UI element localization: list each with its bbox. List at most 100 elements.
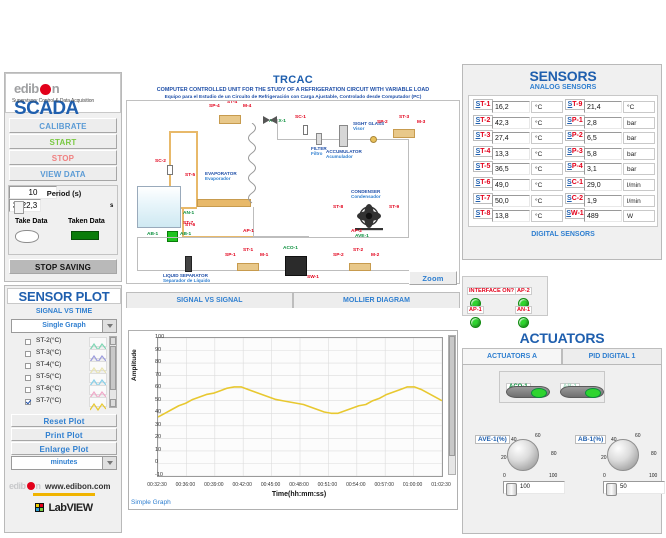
chevron-down-icon-time[interactable] bbox=[102, 457, 116, 469]
tag-sw-1-diagram: SW-1 bbox=[307, 275, 319, 280]
signal-vs-time-tab[interactable]: SIGNAL VS TIME bbox=[35, 308, 93, 315]
channel-checkbox[interactable] bbox=[25, 351, 31, 357]
channel-row[interactable]: ST-5(°C) bbox=[11, 372, 117, 388]
knob-slider-thumb[interactable] bbox=[606, 483, 617, 496]
tag-ap-2-diagram: AP-2 bbox=[351, 229, 362, 234]
take-data-toggle[interactable] bbox=[15, 230, 39, 243]
channel-scroll-thumb[interactable] bbox=[110, 346, 116, 390]
channel-trace-swatch[interactable] bbox=[89, 385, 107, 400]
sensor-chart[interactable]: -100102030405060708090100 00:32:3000:36:… bbox=[128, 330, 458, 510]
sensor-value: 13,3 bbox=[492, 147, 530, 160]
tag-sc-2: SC-2 bbox=[155, 159, 166, 164]
tab-pid-digital-1[interactable]: PID DIGITAL 1 bbox=[562, 348, 662, 364]
reset-plot-button[interactable]: Reset Plot bbox=[11, 414, 117, 427]
sensor-unit: °C bbox=[531, 163, 563, 176]
analog-sensors-label: ANALOG SENSORS bbox=[529, 84, 597, 91]
channel-trace-swatch[interactable] bbox=[89, 337, 107, 352]
chart-plot-area[interactable] bbox=[157, 337, 443, 477]
knob-dial[interactable] bbox=[507, 439, 539, 471]
channel-row[interactable]: ST-2(°C) bbox=[11, 336, 117, 352]
period-input[interactable]: 10 bbox=[9, 186, 57, 199]
channel-trace-swatch[interactable] bbox=[89, 373, 107, 388]
channel-row[interactable]: ST-4(°C) bbox=[11, 360, 117, 376]
knob-value-field[interactable]: 100 bbox=[503, 481, 565, 496]
channel-trace-swatch[interactable] bbox=[89, 361, 107, 376]
stop-saving-button[interactable]: STOP SAVING bbox=[9, 259, 117, 274]
chart-xtick-label: 00:32:30 bbox=[147, 482, 167, 488]
knob-tick-label: 60 bbox=[635, 433, 641, 439]
chevron-down-icon[interactable] bbox=[102, 320, 116, 332]
tag-sp-2: SP-2 bbox=[377, 120, 388, 125]
start-button[interactable]: START bbox=[9, 134, 117, 149]
tag-ap-1-diagram: AP-1 bbox=[243, 229, 254, 234]
sensor-value: 1,9 bbox=[584, 194, 622, 207]
channel-trace-swatch[interactable] bbox=[89, 397, 107, 412]
chart-scrollbar-thumb[interactable] bbox=[449, 336, 455, 456]
knob-tick-label: 100 bbox=[549, 473, 558, 479]
channel-row[interactable]: ST-3(°C) bbox=[11, 348, 117, 364]
sensor-unit: l/min bbox=[623, 194, 655, 207]
chart-xtick-label: 01:02:30 bbox=[431, 482, 451, 488]
graph-mode-select[interactable]: Single Graph bbox=[11, 319, 117, 333]
knob-value-field[interactable]: 50 bbox=[603, 481, 665, 496]
channel-list[interactable]: ST-2(°C)ST-3(°C)ST-4(°C) ST-5(°C)ST-6(°C)… bbox=[11, 336, 117, 412]
channel-checkbox[interactable] bbox=[25, 387, 31, 393]
actuator-switch[interactable]: ACO-1 bbox=[506, 375, 554, 401]
print-plot-button[interactable]: Print Plot bbox=[11, 428, 117, 441]
actuator-toggle-track[interactable] bbox=[506, 386, 550, 398]
channel-checkbox[interactable] bbox=[25, 339, 31, 345]
tab-mollier-diagram[interactable]: MOLLIER DIAGRAM bbox=[293, 292, 460, 308]
sensor-unit: °C bbox=[531, 179, 563, 191]
tag-m-4: M-4 bbox=[243, 104, 252, 109]
channel-row[interactable]: ST-6(°C) bbox=[11, 384, 117, 400]
period-stepper[interactable] bbox=[14, 201, 24, 214]
view-data-button[interactable]: VIEW DATA bbox=[9, 166, 117, 181]
knob-slider-thumb[interactable] bbox=[506, 483, 517, 496]
sight-glass-icon bbox=[370, 136, 377, 143]
channel-checkbox[interactable] bbox=[25, 399, 31, 405]
actuator-toggle-track[interactable] bbox=[560, 386, 604, 398]
time-unit-select[interactable]: minutes bbox=[11, 456, 117, 470]
sensor-value: 49,0 bbox=[492, 179, 530, 191]
channel-checkbox[interactable] bbox=[25, 363, 31, 369]
channel-trace-swatch[interactable] bbox=[89, 349, 107, 364]
tab-actuators-a[interactable]: ACTUATORS A bbox=[462, 348, 562, 364]
knob-dial[interactable] bbox=[607, 439, 639, 471]
actuator-toggle-knob[interactable] bbox=[531, 388, 547, 398]
actuator-toggle-knob[interactable] bbox=[585, 388, 601, 398]
channel-list-scrollbar[interactable] bbox=[109, 336, 117, 408]
enlarge-plot-button[interactable]: Enlarge Plot bbox=[11, 442, 117, 455]
scroll-up-arrow-icon[interactable] bbox=[110, 337, 116, 345]
sensor-plot-panel: SENSOR PLOT SIGNAL VS TIME Single Graph … bbox=[4, 285, 122, 533]
actuator-switch-list[interactable]: ACO-1AB-1 bbox=[500, 372, 606, 404]
zoom-button[interactable]: Zoom bbox=[409, 271, 457, 285]
sensor-tag: ST-9 bbox=[565, 99, 585, 110]
stop-button[interactable]: STOP bbox=[9, 150, 117, 165]
calibrate-button[interactable]: CALIBRATE bbox=[9, 118, 117, 133]
period-label: Period (s) bbox=[46, 189, 82, 198]
scroll-down-arrow-icon[interactable] bbox=[110, 399, 116, 407]
time-unit-value: minutes bbox=[50, 459, 78, 466]
channel-label: ST-4(°C) bbox=[36, 361, 62, 368]
condenser-fan-icon bbox=[352, 201, 386, 231]
actuator-switch[interactable]: AB-1 bbox=[560, 375, 608, 401]
chart-scrollbar[interactable] bbox=[448, 335, 456, 475]
channel-checkbox[interactable] bbox=[25, 375, 31, 381]
tab-signal-vs-signal[interactable]: SIGNAL VS SIGNAL bbox=[126, 292, 293, 308]
diagram-subtitle-en: COMPUTER CONTROLLED UNIT FOR THE STUDY O… bbox=[156, 87, 430, 93]
website-text: www.edibon.com bbox=[44, 482, 111, 491]
channel-row[interactable]: ST-7(°C) bbox=[11, 396, 117, 412]
digital-sensor-label: AP-2 bbox=[515, 287, 532, 295]
